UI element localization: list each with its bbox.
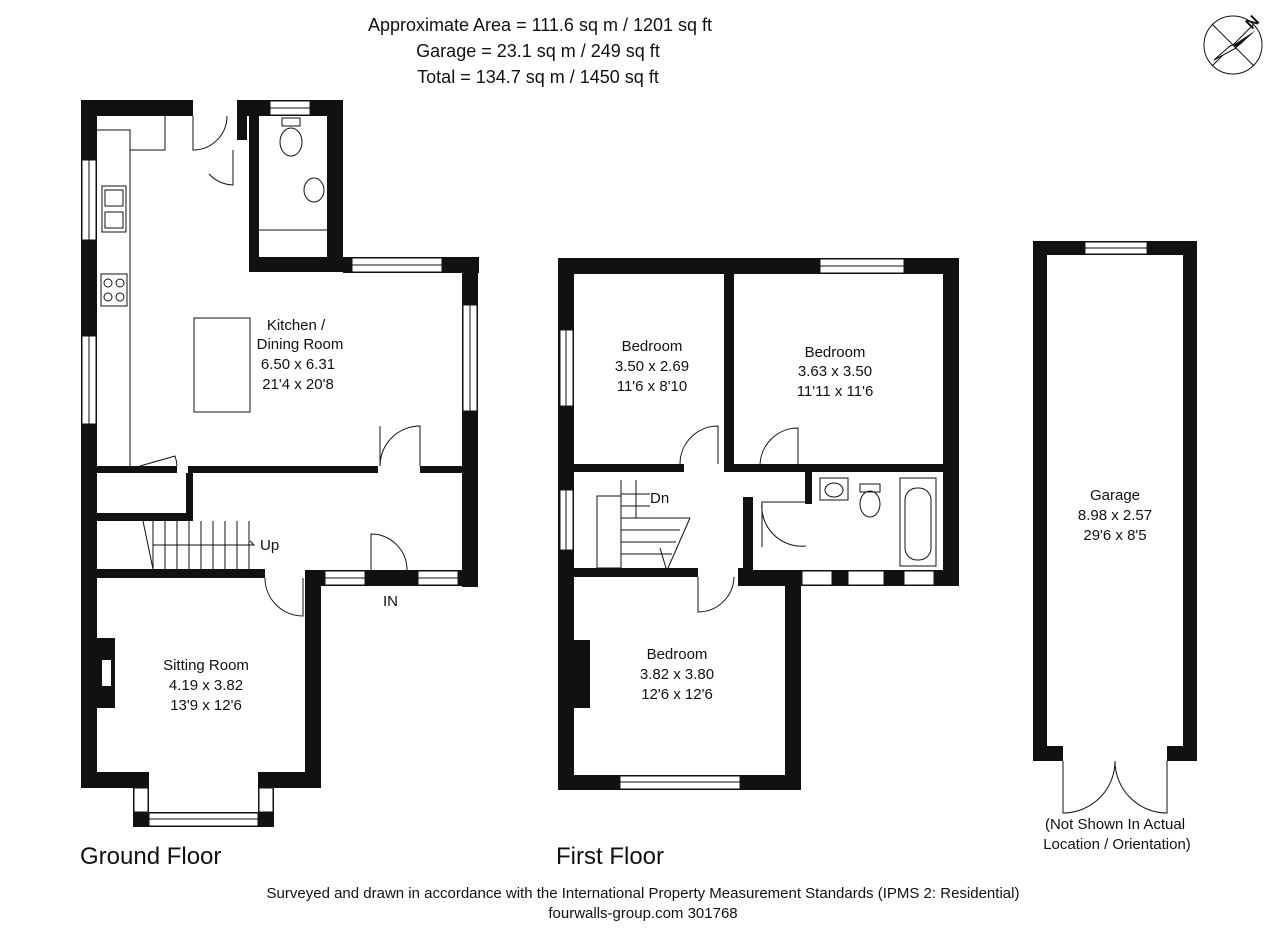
kitchen-name-line1: Kitchen /	[267, 317, 326, 334]
compass-icon: N	[1203, 13, 1263, 75]
total-area-text: Total = 134.7 sq m / 1450 sq ft	[417, 67, 659, 87]
stairs-down-label: Dn	[650, 490, 669, 507]
bedroom3-metric-size: 3.82 x 3.80	[640, 666, 714, 683]
garage-note-line2: Location / Orientation)	[1043, 836, 1191, 853]
entrance-label: IN	[383, 593, 398, 610]
survey-footer: Surveyed and drawn in accordance with th…	[0, 884, 1280, 924]
ipms-statement: Surveyed and drawn in accordance with th…	[266, 885, 1020, 902]
website-reference: fourwalls-group.com 301768	[548, 905, 738, 922]
bedroom1-metric-size: 3.50 x 2.69	[615, 358, 689, 375]
garage-metric-size: 8.98 x 2.57	[1078, 507, 1152, 524]
bedroom2-metric-size: 3.63 x 3.50	[798, 363, 872, 380]
kitchen-metric-size: 6.50 x 6.31	[261, 356, 335, 373]
bedroom2-name: Bedroom	[805, 344, 866, 361]
kitchen-imperial-size: 21'4 x 20'8	[262, 376, 334, 393]
bedroom3-imperial-size: 12'6 x 12'6	[641, 686, 713, 703]
bedroom1-imperial-size: 11'6 x 8'10	[617, 378, 688, 395]
ground-floor-plan: Kitchen / Dining Room 6.50 x 6.31 21'4 x…	[80, 100, 479, 870]
garage-note-line1: (Not Shown In Actual	[1045, 816, 1185, 833]
area-summary: Approximate Area = 111.6 sq m / 1201 sq …	[0, 12, 1280, 90]
sitting-room-metric-size: 4.19 x 3.82	[169, 677, 243, 694]
stairs-up-label: Up	[260, 537, 279, 554]
ground-floor-title: Ground Floor	[80, 843, 221, 870]
approx-area-text: Approximate Area = 111.6 sq m / 1201 sq …	[367, 15, 713, 35]
garage-imperial-size: 29'6 x 8'5	[1083, 527, 1146, 544]
bedroom1-name: Bedroom	[622, 338, 683, 355]
first-floor-title: First Floor	[556, 843, 664, 870]
garage-name: Garage	[1090, 487, 1140, 504]
garage-plan: Garage 8.98 x 2.57 29'6 x 8'5 (Not Shown…	[1033, 241, 1197, 853]
bedroom3-name: Bedroom	[647, 646, 708, 663]
garage-area-text: Garage = 23.1 sq m / 249 sq ft	[416, 41, 660, 61]
first-floor-plan: Bedroom 3.50 x 2.69 11'6 x 8'10 Bedroom …	[556, 258, 959, 870]
kitchen-name-line2: Dining Room	[257, 336, 344, 353]
sitting-room-name: Sitting Room	[163, 657, 249, 674]
sitting-room-imperial-size: 13'9 x 12'6	[170, 697, 242, 714]
bedroom2-imperial-size: 11'11 x 11'6	[797, 383, 874, 400]
